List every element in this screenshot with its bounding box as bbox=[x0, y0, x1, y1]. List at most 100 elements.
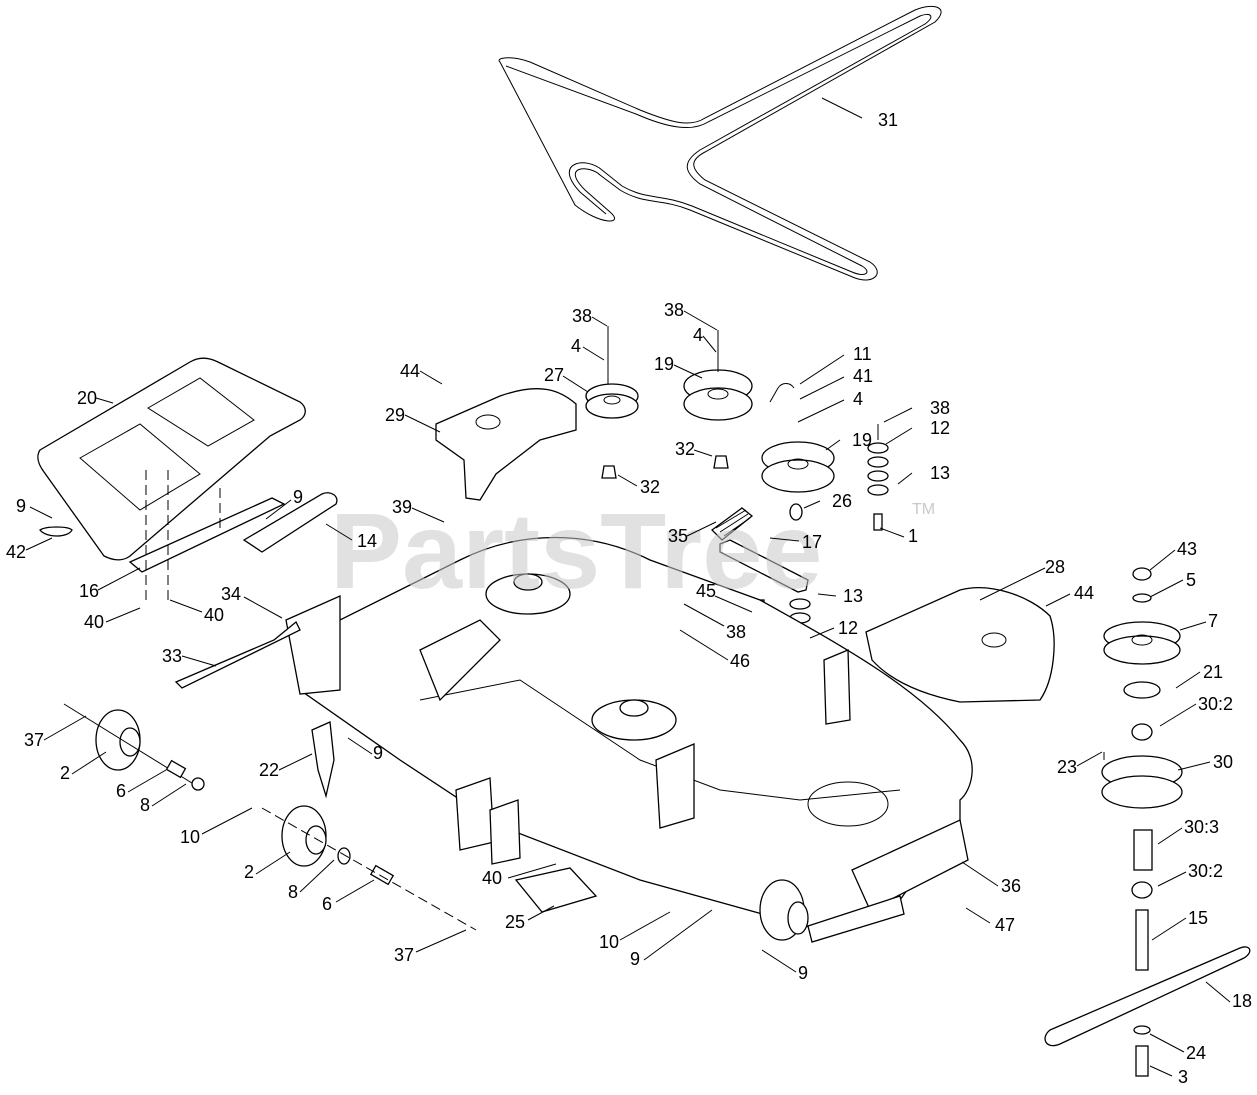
callout-leader-line bbox=[127, 769, 167, 793]
callout-leader-line bbox=[582, 346, 605, 361]
callout-label-34: 34 bbox=[221, 584, 241, 604]
callout-label-44-a: 44 bbox=[400, 361, 420, 381]
callout-leader-line bbox=[1149, 1033, 1185, 1053]
callout-label-1: 1 bbox=[908, 526, 918, 546]
callout-leader-line bbox=[265, 499, 292, 520]
callout-leader-line bbox=[1159, 703, 1197, 727]
callout-leader-line bbox=[411, 507, 445, 523]
callout-leader-line bbox=[1157, 871, 1187, 887]
callout-label-39: 39 bbox=[392, 497, 412, 517]
callout-leader-line bbox=[799, 376, 845, 400]
callout-label-18: 18 bbox=[1232, 991, 1252, 1011]
callout-label-30-2-b: 30:2 bbox=[1188, 861, 1223, 881]
callout-label-40-c: 40 bbox=[482, 868, 502, 888]
callout-leader-line bbox=[979, 567, 1046, 601]
gauge-wheels bbox=[63, 620, 477, 931]
callout-leader-line bbox=[1175, 671, 1201, 689]
callout-label-9-a: 9 bbox=[16, 496, 26, 516]
callout-label-26: 26 bbox=[832, 491, 852, 511]
callout-leader-line bbox=[683, 310, 718, 331]
callout-leader-line bbox=[325, 523, 353, 541]
callout-leader-line bbox=[169, 599, 203, 613]
callout-label-38-b: 38 bbox=[664, 300, 684, 320]
callout-leader-line bbox=[1076, 751, 1103, 767]
callout-leader-line bbox=[769, 537, 800, 542]
callout-label-10-b: 10 bbox=[599, 932, 619, 952]
callout-leader-line bbox=[419, 370, 443, 385]
callout-label-40-a: 40 bbox=[84, 612, 104, 632]
callout-leader-line bbox=[1157, 827, 1183, 845]
callout-label-44-b: 44 bbox=[1074, 583, 1094, 603]
callout-leader-line bbox=[809, 627, 835, 639]
callout-label-21: 21 bbox=[1203, 662, 1223, 682]
mower-deck bbox=[285, 536, 973, 943]
callout-leader-line bbox=[619, 911, 671, 941]
callout-leader-line bbox=[527, 905, 555, 921]
callout-label-11: 11 bbox=[853, 344, 872, 364]
callout-leader-line bbox=[693, 449, 713, 457]
callout-label-16: 16 bbox=[79, 581, 99, 601]
callout-leader-line bbox=[299, 859, 335, 893]
callout-leader-line bbox=[679, 629, 729, 661]
callout-label-6-b: 6 bbox=[322, 894, 332, 914]
callout-label-28: 28 bbox=[1045, 557, 1065, 577]
callout-leader-line bbox=[562, 375, 589, 393]
callout-label-9-d: 9 bbox=[630, 949, 640, 969]
callout-label-3: 3 bbox=[1178, 1067, 1188, 1087]
callout-label-24: 24 bbox=[1186, 1043, 1206, 1063]
callout-label-4-b: 4 bbox=[693, 325, 703, 345]
callout-label-8-b: 8 bbox=[288, 882, 298, 902]
callout-label-4-c: 4 bbox=[853, 389, 863, 409]
callout-leader-line bbox=[1045, 593, 1071, 607]
callout-label-30-3: 30:3 bbox=[1184, 817, 1219, 837]
callout-label-20: 20 bbox=[77, 388, 97, 408]
callout-leader-line bbox=[347, 737, 373, 755]
callout-label-30-2-a: 30:2 bbox=[1198, 694, 1233, 714]
mounting-brackets bbox=[39, 470, 338, 600]
callout-label-46: 46 bbox=[730, 651, 750, 671]
idler-pulleys-center bbox=[585, 326, 753, 479]
callout-leader-line bbox=[879, 527, 905, 538]
callout-leader-line bbox=[71, 751, 107, 775]
callout-leader-line bbox=[1149, 549, 1176, 571]
callout-leader-line bbox=[686, 521, 717, 537]
callout-leader-line bbox=[797, 399, 845, 423]
callout-label-29: 29 bbox=[385, 405, 405, 425]
callout-label-40-b: 40 bbox=[204, 605, 224, 625]
callout-label-9-b: 9 bbox=[293, 487, 303, 507]
callout-leader-line bbox=[714, 595, 753, 613]
callout-label-8-a: 8 bbox=[140, 795, 150, 815]
callout-leader-line bbox=[201, 807, 253, 835]
callout-label-33: 33 bbox=[162, 646, 182, 666]
callout-leader-line bbox=[97, 567, 141, 591]
callout-label-43: 43 bbox=[1177, 539, 1197, 559]
callout-leader-line bbox=[1179, 621, 1207, 631]
callout-label-22: 22 bbox=[259, 760, 279, 780]
callout-leader-line bbox=[821, 97, 863, 119]
callout-label-2-a: 2 bbox=[60, 763, 70, 783]
callout-leader-line bbox=[335, 879, 375, 903]
callout-label-30: 30 bbox=[1213, 752, 1233, 772]
callout-leader-line bbox=[885, 427, 913, 445]
callout-label-25: 25 bbox=[505, 912, 525, 932]
callout-label-13-b: 13 bbox=[843, 586, 863, 606]
callout-label-5: 5 bbox=[1186, 570, 1196, 590]
spindle-assembly bbox=[1044, 567, 1251, 1077]
callout-leader-line bbox=[415, 929, 467, 953]
callout-leader-line bbox=[255, 851, 291, 875]
callout-leader-line bbox=[961, 861, 999, 887]
callout-label-12-b: 12 bbox=[838, 618, 858, 638]
callout-label-37-b: 37 bbox=[394, 945, 414, 965]
drive-belt bbox=[498, 6, 942, 281]
watermark-trademark: TM bbox=[912, 501, 935, 518]
callout-leader-line bbox=[1205, 981, 1231, 1003]
callout-leader-line bbox=[897, 472, 913, 485]
callout-leader-line bbox=[105, 607, 141, 623]
callout-leader-line bbox=[404, 414, 441, 433]
callout-leader-line bbox=[803, 500, 821, 509]
callout-leader-line bbox=[1149, 579, 1184, 598]
watermark: PartsTree bbox=[330, 490, 822, 611]
callout-leader-line bbox=[95, 397, 114, 404]
